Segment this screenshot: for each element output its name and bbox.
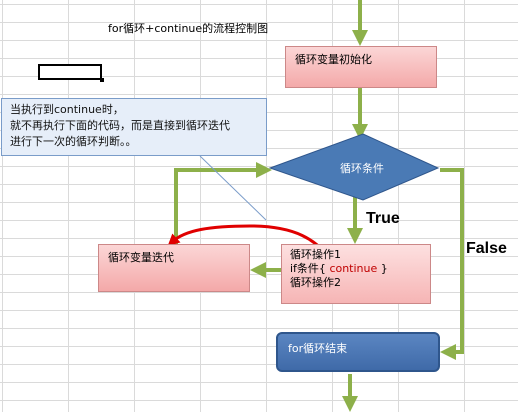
end-label: for循环结束 [288, 342, 348, 355]
arrow-false [440, 168, 464, 360]
callout-line-2: 就不再执行下面的代码，而是直接到循环迭代 [10, 119, 230, 132]
true-label: True [366, 210, 400, 227]
diagram-title: for循环+continue的流程控制图 [108, 22, 269, 35]
init-label: 循环变量初始化 [295, 53, 372, 66]
ops-line-3: 循环操作2 [290, 276, 341, 289]
false-label: False [466, 240, 507, 257]
ops-if-prefix: if条件{ [290, 262, 326, 275]
ops-continue-keyword: continue [329, 262, 378, 275]
operations-box: 循环操作1 if条件{ continue } 循环操作2 [281, 244, 431, 304]
iteration-box: 循环变量迭代 [98, 244, 250, 292]
end-box: for循环结束 [276, 332, 440, 372]
condition-label: 循环条件 [340, 162, 384, 175]
callout-line-1: 当执行到continue时， [10, 103, 124, 116]
selected-cell[interactable] [38, 64, 104, 82]
arrow-iter-to-condition [174, 162, 272, 244]
ops-if-suffix: } [380, 262, 388, 275]
iteration-label: 循环变量迭代 [108, 251, 174, 264]
fill-handle[interactable] [100, 78, 104, 82]
callout-note: 当执行到continue时， 就不再执行下面的代码，而是直接到循环迭代 进行下一… [1, 98, 267, 156]
condition-diamond [268, 133, 440, 201]
init-box: 循环变量初始化 [285, 46, 437, 88]
ops-line-2: if条件{ continue } [290, 262, 422, 276]
ops-line-1: 循环操作1 [290, 248, 341, 261]
callout-line-3: 进行下一次的循环判断。。 [10, 135, 137, 148]
callout-pointer [199, 155, 267, 221]
